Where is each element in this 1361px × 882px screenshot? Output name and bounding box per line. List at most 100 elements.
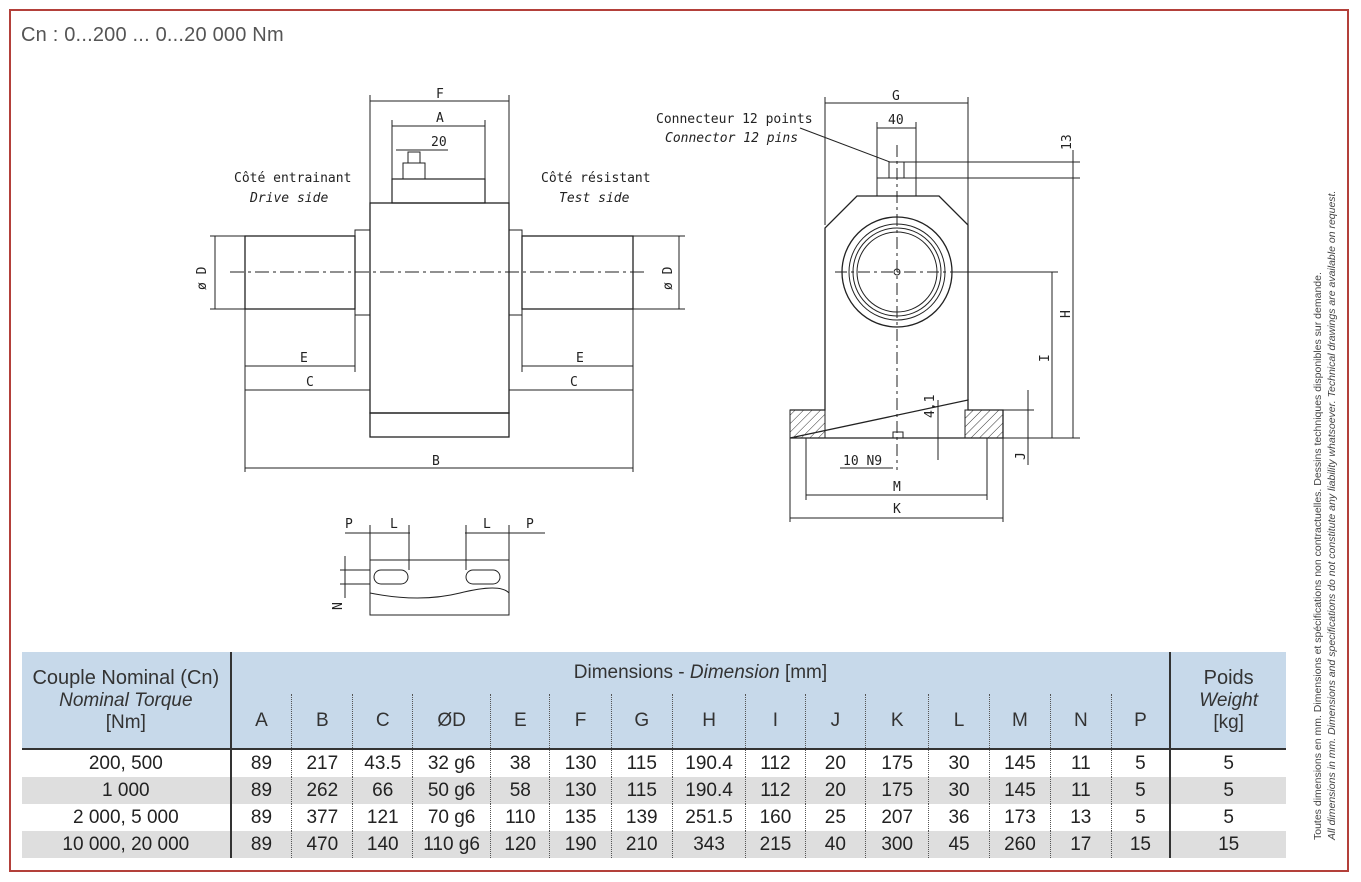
col-k: K xyxy=(865,694,929,749)
dimension-cell: 110 xyxy=(490,804,550,831)
dimension-cell: 36 xyxy=(928,804,990,831)
dimension-cell: 120 xyxy=(490,831,550,858)
dimension-cell: 210 xyxy=(610,831,673,858)
col-n: N xyxy=(1050,694,1112,749)
dim-H: H xyxy=(1059,310,1074,318)
dimension-cell: 112 xyxy=(745,777,806,804)
dimension-cell: 20 xyxy=(804,777,866,804)
col-dimensions: Dimensions - Dimension [mm] xyxy=(229,652,1171,694)
connector-en: Connector 12 pins xyxy=(665,131,798,146)
drive-side-en: Drive side xyxy=(249,191,328,206)
detail-view xyxy=(340,525,545,616)
dimension-cell: 5 xyxy=(1110,748,1171,777)
dimension-cell: 173 xyxy=(988,804,1051,831)
dim-N: N xyxy=(331,602,346,610)
dimension-cell: 5 xyxy=(1110,777,1171,804)
dimension-cell: 58 xyxy=(490,777,550,804)
col-j: J xyxy=(804,694,866,749)
dimension-cell: 139 xyxy=(610,804,673,831)
dimension-cell: 11 xyxy=(1050,748,1112,777)
weight-cell: 5 xyxy=(1169,748,1286,777)
dimension-cell: 130 xyxy=(549,748,612,777)
dimension-cell: 43.5 xyxy=(352,748,413,777)
col-a: A xyxy=(229,694,292,749)
dimension-cell: 145 xyxy=(988,748,1051,777)
col-g: G xyxy=(610,694,673,749)
dimension-table: Couple Nominal (Cn) Nominal Torque [Nm] … xyxy=(22,652,1286,858)
dimension-cell: 112 xyxy=(745,748,806,777)
dimension-cell: 5 xyxy=(1110,804,1171,831)
dimension-cell: 251.5 xyxy=(671,804,746,831)
dimension-cell: 175 xyxy=(865,748,929,777)
front-view xyxy=(210,95,685,472)
dimension-cell: 343 xyxy=(671,831,746,858)
dimension-cell: 89 xyxy=(229,748,292,777)
torque-cell: 10 000, 20 000 xyxy=(22,831,231,858)
dimension-cell: 160 xyxy=(745,804,806,831)
dimension-cell: 190 xyxy=(549,831,612,858)
col-b: B xyxy=(291,694,353,749)
col-f: F xyxy=(549,694,612,749)
weight-cell: 5 xyxy=(1169,777,1286,804)
technical-drawing: F A 20 Côté entrainant Drive side Côté r… xyxy=(195,87,1080,616)
dim-13: 13 xyxy=(1060,134,1075,150)
dimension-cell: 66 xyxy=(352,777,413,804)
dim-4-1: 4,1 xyxy=(923,395,938,418)
dimension-cell: 15 xyxy=(1110,831,1171,858)
col-i: I xyxy=(745,694,806,749)
weight-cell: 15 xyxy=(1169,831,1286,858)
col-m: M xyxy=(988,694,1051,749)
col-e: E xyxy=(490,694,550,749)
dimension-cell: 207 xyxy=(865,804,929,831)
dimension-cell: 20 xyxy=(804,748,866,777)
dim-K: K xyxy=(893,502,901,517)
dimension-cell: 89 xyxy=(229,777,292,804)
dimension-cell: 32 g6 xyxy=(412,748,491,777)
dimension-cell: 50 g6 xyxy=(412,777,491,804)
dim-P-right: P xyxy=(526,517,534,532)
dimension-cell: 215 xyxy=(745,831,806,858)
dim-C-left: C xyxy=(306,375,314,390)
dimension-cell: 121 xyxy=(352,804,413,831)
dim-G: G xyxy=(892,89,900,104)
side-view xyxy=(789,97,1080,522)
dimension-cell: 377 xyxy=(291,804,353,831)
dim-20: 20 xyxy=(431,135,447,150)
page-frame xyxy=(9,9,1349,872)
dimension-cell: 130 xyxy=(549,777,612,804)
dim-C-right: C xyxy=(570,375,578,390)
dim-P-left: P xyxy=(345,517,353,532)
col-p: P xyxy=(1110,694,1171,749)
dimension-cell: 11 xyxy=(1050,777,1112,804)
col-h: H xyxy=(671,694,746,749)
torque-cell: 200, 500 xyxy=(22,748,231,777)
dimension-cell: 30 xyxy=(928,748,990,777)
key-10N9: 10 N9 xyxy=(843,454,882,469)
dimension-cell: 110 g6 xyxy=(412,831,491,858)
dimension-cell: 89 xyxy=(229,804,292,831)
disclaimer-fr: Toutes dimensions en mm. Dimensions et s… xyxy=(1312,272,1324,840)
drive-side-fr: Côté entrainant xyxy=(234,171,351,186)
dim-L-left: L xyxy=(390,517,398,532)
dimension-cell: 45 xyxy=(928,831,990,858)
dim-40: 40 xyxy=(888,113,904,128)
dimension-cell: 115 xyxy=(610,748,673,777)
dimension-cell: 17 xyxy=(1050,831,1112,858)
dimension-cell: 217 xyxy=(291,748,353,777)
dimension-cell: 89 xyxy=(229,831,292,858)
col-l: L xyxy=(928,694,990,749)
dimension-cell: 25 xyxy=(804,804,866,831)
dim-F: F xyxy=(436,87,444,102)
dim-E-right: E xyxy=(576,351,584,366)
dimension-cell: 190.4 xyxy=(671,748,746,777)
dim-J: J xyxy=(1014,452,1029,460)
test-side-en: Test side xyxy=(559,191,630,206)
dim-D-left: ø D xyxy=(195,266,210,290)
dimension-cell: 70 g6 xyxy=(412,804,491,831)
col-weight: Poids Weight [kg] xyxy=(1169,652,1286,749)
col-nominal-torque: Couple Nominal (Cn) Nominal Torque [Nm] xyxy=(22,652,231,749)
torque-cell: 1 000 xyxy=(22,777,231,804)
